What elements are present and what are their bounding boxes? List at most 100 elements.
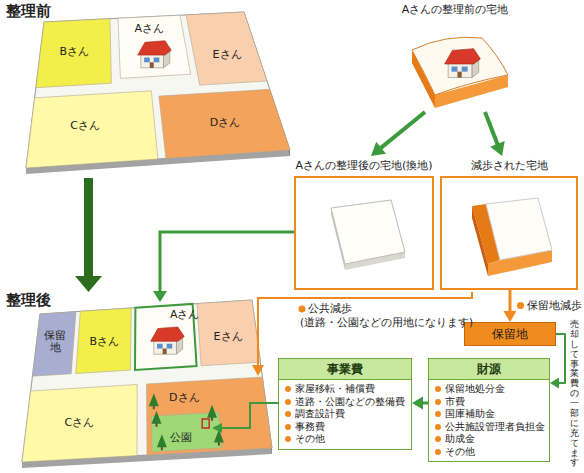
house-roof xyxy=(151,327,185,341)
list-bullet xyxy=(435,399,441,405)
list-item: 道路・公園などの整備費 xyxy=(295,396,405,409)
list-item: 保留地処分金 xyxy=(445,383,505,396)
list-bullet xyxy=(435,386,441,392)
parcel-b xyxy=(76,308,131,374)
node-frame: Aさんの整理後の宅地(換地) xyxy=(294,158,434,290)
map-road-surface xyxy=(22,300,272,462)
edge-connector xyxy=(412,396,428,409)
parcel-label: 公園 xyxy=(170,432,192,445)
tree-crown xyxy=(149,393,159,406)
list-row: 助成金 xyxy=(435,433,545,446)
parcel-d xyxy=(147,377,273,455)
edge-line xyxy=(379,112,425,149)
list-item: 家屋移転・補償費 xyxy=(295,383,375,396)
reserve-parcel xyxy=(32,312,76,377)
parcel-label: Aさん xyxy=(135,23,165,36)
node-title: 減歩された宅地 xyxy=(440,158,578,176)
list-row: 公共施設管理者負担金 xyxy=(435,421,545,434)
park-swing xyxy=(202,419,209,428)
list-item: その他 xyxy=(295,433,325,446)
list-item: 調査設計費 xyxy=(295,408,345,421)
house-window xyxy=(144,57,150,62)
bullet-dot xyxy=(299,306,306,313)
list-item: 公共施設管理者負担金 xyxy=(445,421,545,434)
list-item: 助成金 xyxy=(445,433,475,446)
box-label: 保留地 xyxy=(469,326,551,342)
list-item: 国庫補助金 xyxy=(445,408,495,421)
bullet-dot xyxy=(517,302,524,309)
tree-crown xyxy=(157,434,167,447)
list-row: 市費 xyxy=(435,396,545,409)
tree-crown xyxy=(214,430,224,443)
list-row: 調査設計費 xyxy=(285,408,407,421)
cost-leader xyxy=(222,403,278,428)
parcel-label: Eさん xyxy=(213,49,242,62)
section-title: 整理後 xyxy=(6,292,51,309)
replot-arrow-head xyxy=(153,291,167,302)
list-row: その他 xyxy=(285,433,407,446)
house-window xyxy=(462,67,468,72)
replot-leader xyxy=(160,232,294,292)
list-row: 事務費 xyxy=(285,421,407,434)
house-icon xyxy=(445,49,481,78)
tree-crown xyxy=(207,405,217,418)
node-list: 財源保留地処分金市費国庫補助金公共施設管理者負担金助成金その他 xyxy=(428,358,550,462)
edge-label: 保留地減歩 xyxy=(516,299,583,312)
parcel-label: Aさん xyxy=(170,309,200,322)
big-arrow-head xyxy=(75,276,102,292)
edge-label-text: 保留地減歩 xyxy=(527,299,582,312)
public-reduction-line xyxy=(258,292,472,366)
edge-connector xyxy=(371,112,425,156)
list-item: 市費 xyxy=(445,396,465,409)
list-bullet xyxy=(435,411,441,417)
list-row: 国庫補助金 xyxy=(435,408,545,421)
parcel-e xyxy=(186,12,267,85)
big-arrow-shaft xyxy=(84,178,93,278)
edge-label-vertical: 売却して事業費の一部に充てます xyxy=(570,320,579,468)
parcel-label: Eさん xyxy=(214,331,243,344)
house-roof xyxy=(138,41,172,55)
list-bullet xyxy=(285,386,291,392)
reduced-lot-illustration xyxy=(442,178,576,288)
frame-box xyxy=(294,176,434,290)
list-item: その他 xyxy=(445,446,475,459)
parcel-e xyxy=(197,300,261,366)
house-window xyxy=(452,67,458,72)
edge-line xyxy=(556,334,565,383)
house-wall xyxy=(448,62,472,77)
parcel-b xyxy=(36,19,112,88)
edge-connector xyxy=(485,112,505,156)
edge-connector xyxy=(503,290,516,322)
note-label: (道路・公園などの用地になります) xyxy=(300,316,473,328)
lot-before-illustration xyxy=(380,20,530,110)
parcel-label: 保留地 xyxy=(43,330,67,355)
frame-box xyxy=(440,176,578,290)
note-label: 公共減歩 xyxy=(308,302,352,314)
list-header: 事業費 xyxy=(279,359,411,380)
replot-top xyxy=(331,200,405,264)
list-bullet xyxy=(435,436,441,442)
list-row: その他 xyxy=(435,446,545,459)
house-icon xyxy=(151,327,185,354)
reduced-top xyxy=(486,198,552,260)
house-wall xyxy=(141,53,163,67)
house-door xyxy=(150,62,154,68)
node-title: Aさんの整理後の宅地(換地) xyxy=(294,158,434,176)
node-title: Aさんの整理前の宅地 xyxy=(380,2,530,18)
map-road-surface xyxy=(26,12,290,168)
house-door xyxy=(163,349,167,355)
parcel-label: Bさん xyxy=(90,336,120,349)
house-roof xyxy=(445,49,481,64)
list-bullet xyxy=(285,411,291,417)
parcel-label: Cさん xyxy=(70,120,100,133)
list-body: 保留地処分金市費国庫補助金公共施設管理者負担金助成金その他 xyxy=(429,380,549,461)
parcel-label: Cさん xyxy=(65,417,95,430)
list-bullet xyxy=(435,449,441,455)
list-item: 事務費 xyxy=(295,421,325,434)
parcel-label: Dさん xyxy=(210,117,240,130)
lot-top xyxy=(412,37,508,95)
house-window xyxy=(157,344,163,349)
list-body: 家屋移転・補償費道路・公園などの整備費調査設計費事務費その他 xyxy=(279,380,411,449)
house-door xyxy=(457,72,461,78)
park-area xyxy=(152,412,222,452)
